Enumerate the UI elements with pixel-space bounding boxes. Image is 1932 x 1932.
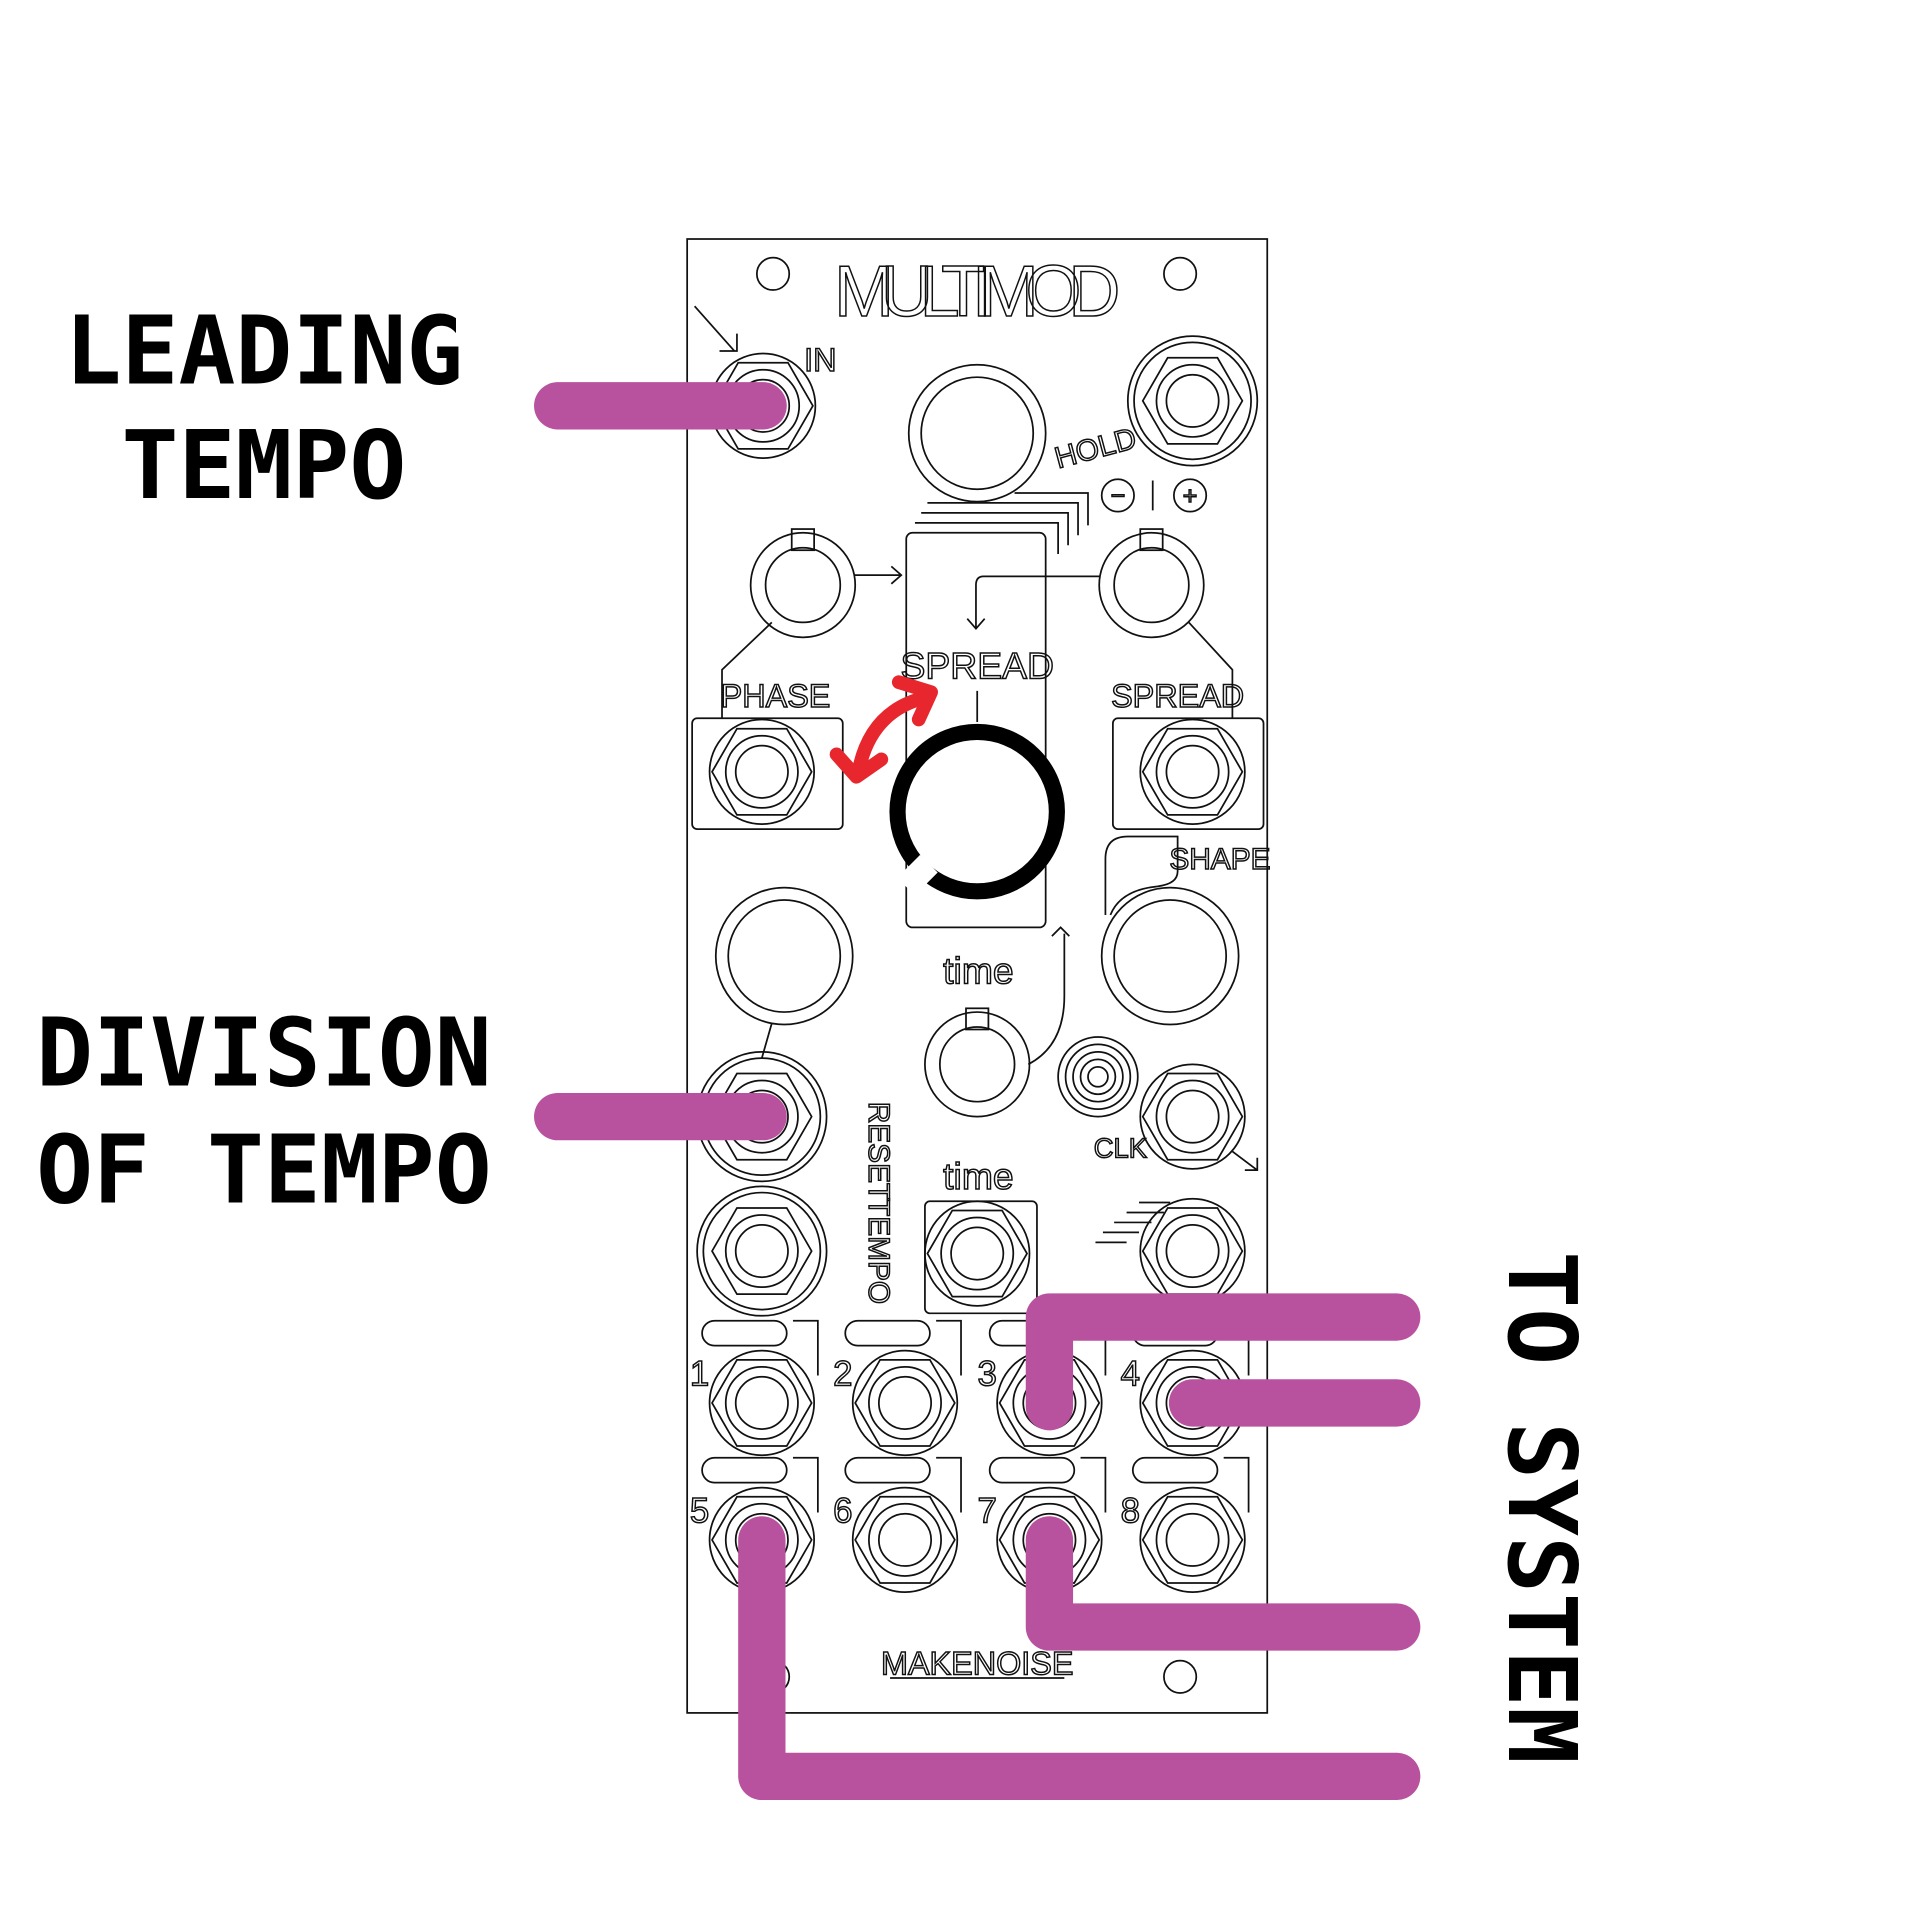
- cable-output-3: [1025, 1293, 1421, 1431]
- time-knob[interactable]: [924, 1007, 1031, 1118]
- clk-arrow-icon: [1231, 1150, 1259, 1172]
- label-to-system: TO SYSTEM: [1486, 1251, 1596, 1764]
- spread-center-label: SPREAD: [900, 644, 1054, 686]
- spread-knob[interactable]: [889, 723, 1065, 900]
- phase-knob[interactable]: [749, 528, 857, 639]
- brand-logo: MAKENOISE: [881, 1645, 1073, 1681]
- in-arrow-icon: [693, 305, 738, 352]
- patch-cables: [534, 382, 1421, 1801]
- output-number-4: 4: [1121, 1355, 1140, 1394]
- output-led: [701, 1319, 788, 1347]
- label-division: DIVISION: [36, 999, 492, 1109]
- output-led: [701, 1456, 788, 1484]
- time-cv-jack[interactable]: [924, 1200, 1031, 1307]
- phase-label: PHASE: [721, 678, 831, 714]
- phase-cv-jack[interactable]: [708, 718, 816, 825]
- reset-label: RESET: [862, 1102, 895, 1202]
- time-arrow-icon: [1027, 926, 1070, 1066]
- mounting-holes: [755, 256, 1198, 1694]
- cable-output-7: [1025, 1516, 1421, 1651]
- output-number-3: 3: [977, 1355, 996, 1394]
- output-number-1: 1: [690, 1355, 709, 1394]
- label-of-tempo: OF TEMPO: [36, 1116, 492, 1226]
- mounting-hole: [1163, 256, 1198, 291]
- output-bracket: [1080, 1456, 1107, 1513]
- output-led: [844, 1319, 931, 1347]
- minus-symbol: −: [1111, 482, 1126, 510]
- spread-jack-box: [1112, 717, 1265, 830]
- output-jack-6[interactable]: [851, 1486, 959, 1594]
- output-led: [844, 1456, 931, 1484]
- output-led: [988, 1456, 1076, 1484]
- output-number-8: 8: [1121, 1491, 1140, 1530]
- mounting-hole: [1163, 1659, 1198, 1694]
- clk-label: CLK: [1094, 1133, 1147, 1164]
- output-bracket: [936, 1319, 962, 1376]
- clk-jack[interactable]: [1139, 1063, 1246, 1170]
- module-panel: [686, 238, 1269, 1714]
- phase-jack-box: [691, 717, 844, 830]
- output-bracket: [792, 1319, 819, 1376]
- output-bracket: [936, 1456, 962, 1513]
- label-tempo: TEMPO: [122, 411, 407, 521]
- shape-label: SHAPE: [1169, 843, 1270, 876]
- output-jack-1[interactable]: [708, 1349, 816, 1457]
- tempo-jack[interactable]: [696, 1185, 828, 1317]
- spread-knob-small[interactable]: [1098, 528, 1205, 639]
- knob-links: [721, 621, 1234, 719]
- output-number-2: 2: [833, 1355, 852, 1394]
- tempo-label: TEMPO: [862, 1198, 895, 1304]
- phase-arrow-icon: [853, 565, 903, 585]
- stairs-icon: [1095, 1201, 1171, 1244]
- spiral-icon: [1057, 1036, 1139, 1118]
- output-jack-2[interactable]: [851, 1349, 959, 1457]
- shape-button[interactable]: [1100, 886, 1240, 1026]
- panel-title: MULTIMOD: [834, 252, 1120, 332]
- tap-button[interactable]: [714, 886, 854, 1026]
- output-number-6: 6: [833, 1491, 852, 1530]
- hold-button[interactable]: [907, 363, 1047, 503]
- mounting-hole: [755, 256, 791, 291]
- shape-icon: [1104, 835, 1179, 916]
- plus-symbol: +: [1183, 482, 1198, 510]
- spread-arrow-icon: [966, 575, 1101, 630]
- knob-pointer: [897, 854, 938, 896]
- in-label: IN: [804, 342, 836, 378]
- minus-icon: [1100, 478, 1135, 513]
- output-number-5: 5: [690, 1491, 709, 1530]
- time-knob-label: time: [943, 949, 1014, 991]
- spread-cv-jack[interactable]: [1139, 718, 1246, 825]
- output-jack-8[interactable]: [1139, 1486, 1246, 1594]
- spread-right-label: SPREAD: [1111, 678, 1244, 714]
- spread-frame: [905, 531, 1047, 929]
- adjust-arrow-icon: [829, 675, 938, 784]
- output-bracket: [792, 1456, 819, 1513]
- stair-decoration: [914, 492, 1089, 554]
- output-led: [1131, 1456, 1219, 1484]
- label-leading: LEADING: [65, 296, 464, 406]
- output-number-7: 7: [977, 1491, 996, 1530]
- output-bracket: [1223, 1456, 1250, 1513]
- cable-output-5: [738, 1516, 1421, 1801]
- time-jack-label: time: [943, 1155, 1014, 1197]
- plus-icon: [1173, 478, 1208, 513]
- hold-jack[interactable]: [1126, 335, 1259, 467]
